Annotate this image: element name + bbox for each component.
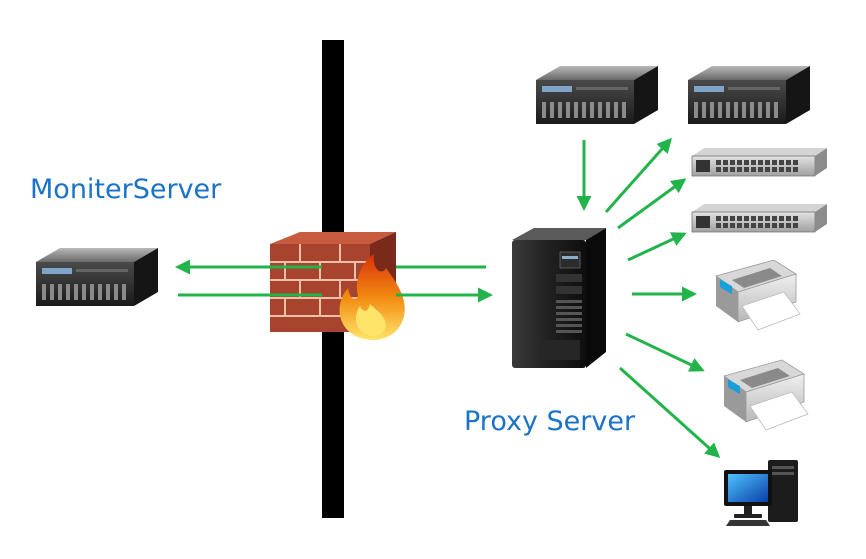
- moniter-server-icon: [36, 248, 158, 306]
- connection-arrows: [175, 137, 721, 459]
- desktop-computer-icon: [724, 460, 798, 526]
- arrow-to-switch-2: [627, 232, 687, 262]
- printer-1-icon: [715, 259, 801, 331]
- network-switch-1-icon: [691, 147, 828, 177]
- proxy-server-icon: [512, 228, 606, 368]
- arrow-to-switch-1: [617, 178, 687, 230]
- fire-icon: [339, 254, 405, 340]
- firewall-icon: [270, 232, 405, 340]
- printer-2-icon: [723, 359, 809, 431]
- moniter-server-label: MoniterServer: [30, 174, 222, 205]
- rack-server-top-1-icon: [536, 66, 658, 124]
- arrow-to-printer-2: [625, 332, 705, 372]
- network-switch-2-icon: [691, 203, 828, 233]
- proxy-server-label: Proxy Server: [464, 406, 636, 437]
- arrow-to-server-top-2: [604, 137, 672, 213]
- rack-server-top-2-icon: [688, 66, 810, 124]
- arrow-to-desktop: [618, 366, 721, 459]
